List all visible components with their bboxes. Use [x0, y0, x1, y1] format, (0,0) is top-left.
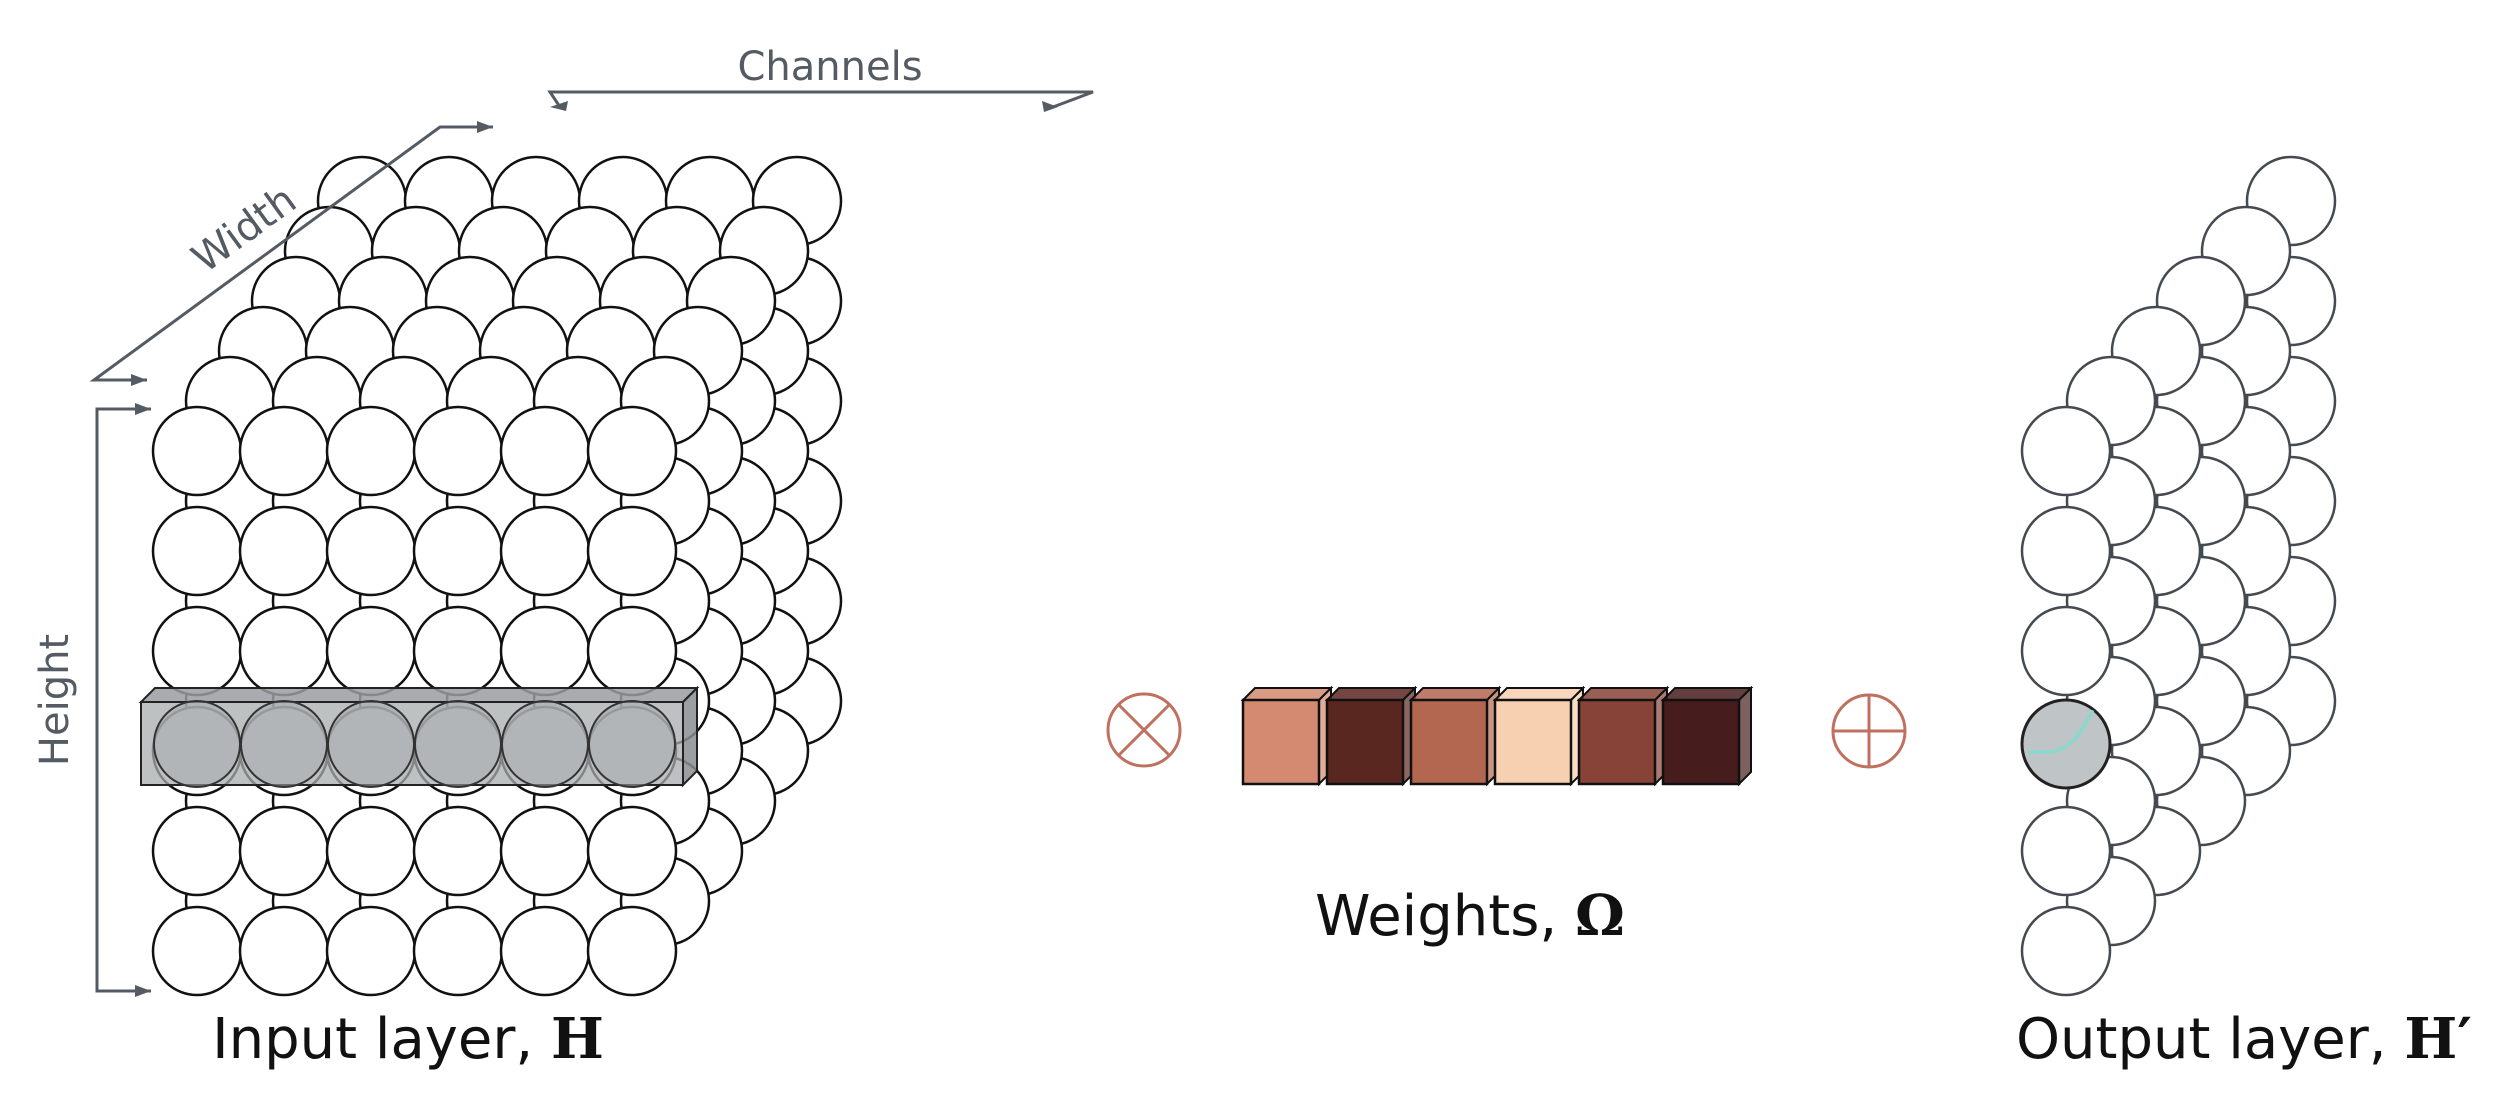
activation-curve-icon [2028, 710, 2094, 754]
input-neuron [499, 505, 591, 597]
weight-cell [1492, 685, 1586, 787]
weight-cell-top [1324, 687, 1418, 701]
weight-cell-front [1409, 698, 1489, 786]
channels-dimension-arrow [547, 90, 1094, 112]
input-neuron [325, 905, 417, 997]
output-neuron [2020, 505, 2112, 597]
weight-cell-top [1240, 687, 1334, 701]
input-neuron [412, 905, 504, 997]
input-neuron [151, 505, 243, 597]
input-neuron [325, 405, 417, 497]
highlighted-neuron [240, 700, 328, 788]
channels-axis-label: Channels [737, 44, 922, 90]
highlight-box-side [682, 685, 698, 788]
weight-cell [1240, 685, 1334, 787]
input-neuron [499, 405, 591, 497]
input-neuron [325, 805, 417, 897]
input-layer-label: Input layer, [212, 1007, 551, 1072]
highlighted-neuron [501, 700, 589, 788]
multiply-operator-icon [1106, 692, 1182, 768]
weights-caption: Weights, Ω [1315, 883, 1625, 949]
weight-cell-side [1738, 685, 1752, 787]
output-neuron [2020, 805, 2112, 897]
input-neuron [238, 405, 330, 497]
highlighted-row-box [138, 685, 700, 788]
output-layer-symbol: H′ [2404, 1006, 2472, 1072]
input-neuron [586, 805, 678, 897]
output-neuron [2020, 605, 2112, 697]
height-dimension-arrow [95, 403, 151, 997]
output-layer-label: Output layer, [2016, 1007, 2404, 1072]
weight-cell-top [1408, 687, 1502, 701]
add-operator-icon [1831, 693, 1907, 769]
highlight-box-top [138, 687, 700, 703]
input-neuron [499, 805, 591, 897]
weight-cell-front [1493, 698, 1573, 786]
weight-cell-front [1577, 698, 1657, 786]
input-neuron [586, 605, 678, 697]
input-neuron [586, 905, 678, 997]
input-neuron [412, 405, 504, 497]
input-neuron [151, 605, 243, 697]
output-neuron [2020, 405, 2112, 497]
highlighted-neuron [414, 700, 502, 788]
weight-cell [1408, 685, 1502, 787]
input-neuron [499, 905, 591, 997]
input-layer-symbol: H [551, 1006, 604, 1072]
weight-cell-front [1241, 698, 1321, 786]
output-layer-volume [2020, 155, 2337, 997]
input-neuron [586, 405, 678, 497]
input-neuron [238, 905, 330, 997]
weights-label: Weights, [1315, 884, 1575, 949]
weight-cell [1324, 685, 1418, 787]
output-layer-caption: Output layer, H′ [2016, 1006, 2472, 1072]
highlighted-neuron [153, 700, 241, 788]
input-neuron [325, 605, 417, 697]
weight-cell-front [1661, 698, 1741, 786]
input-neuron [151, 905, 243, 997]
input-neuron [412, 505, 504, 597]
output-neuron [2020, 905, 2112, 997]
weight-cell-top [1576, 687, 1670, 701]
input-neuron [151, 805, 243, 897]
weight-cell [1660, 685, 1754, 787]
height-axis-label: Height [32, 634, 78, 766]
input-layer-caption: Input layer, H [212, 1006, 604, 1072]
input-layer-volume [151, 155, 843, 997]
input-neuron [325, 505, 417, 597]
highlighted-neuron [588, 700, 676, 788]
weight-cell [1576, 685, 1670, 787]
input-neuron [238, 805, 330, 897]
weights-symbol: Ω [1575, 883, 1625, 949]
width-dimension-arrow [89, 121, 493, 386]
input-neuron [151, 405, 243, 497]
weights-vector [1240, 685, 1754, 787]
weight-cell-top [1660, 687, 1754, 701]
highlighted-neuron [327, 700, 415, 788]
input-neuron [412, 605, 504, 697]
input-neuron [412, 805, 504, 897]
weight-cell-front [1325, 698, 1405, 786]
weight-cell-top [1492, 687, 1586, 701]
input-neuron [586, 505, 678, 597]
input-neuron [238, 605, 330, 697]
input-neuron [499, 605, 591, 697]
input-neuron [238, 505, 330, 597]
